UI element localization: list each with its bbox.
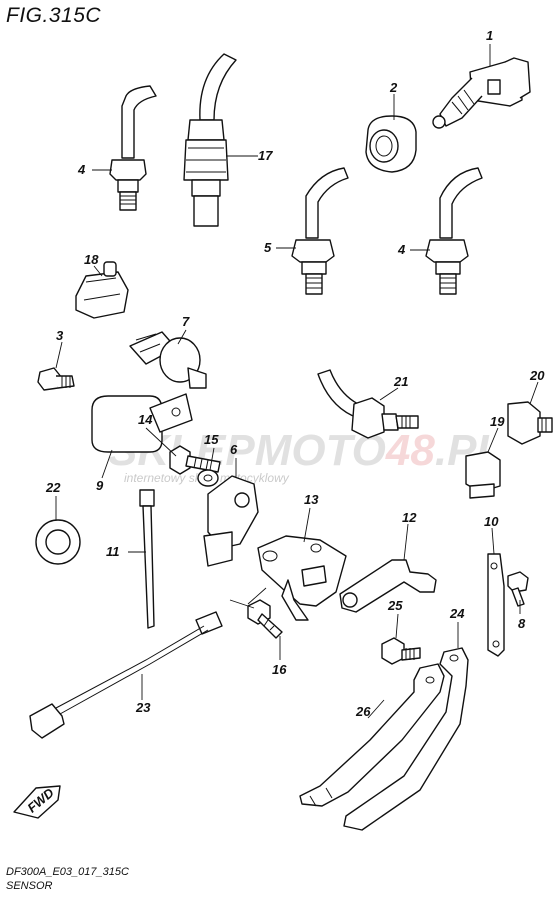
callout-1: 1 [486,28,493,43]
part-3-bolt[interactable] [37,367,75,391]
callout-10: 10 [484,514,499,529]
callout-22: 22 [45,480,61,495]
callout-3: 3 [56,328,64,343]
callout-2: 2 [389,80,398,95]
callout-4-right: 4 [397,242,406,257]
part-5-sensor[interactable] [291,167,349,295]
fwd-badge: FWD [13,785,61,819]
callout-24: 24 [449,606,465,621]
callout-23: 23 [135,700,151,715]
callout-21: 21 [393,374,408,389]
part-24-long-bracket[interactable] [343,647,469,831]
part-15-washer[interactable] [197,469,219,487]
watermark-brand-accent: 48 [385,426,435,475]
figure-code: DF300A_E03_017_315C [6,866,129,878]
part-13-bracket[interactable] [257,535,347,621]
callout-8: 8 [518,616,526,631]
callout-12: 12 [402,510,417,525]
part-4-temperature-sensor-right[interactable] [425,167,483,295]
part-8-bolt[interactable] [507,571,529,607]
part-2-grommet[interactable] [365,115,417,173]
callout-13: 13 [304,492,319,507]
leader-lines [55,44,539,719]
part-9-clip[interactable] [91,393,193,453]
figure-title: FIG.315C [6,4,102,27]
callout-9: 9 [96,478,104,493]
callout-6: 6 [230,442,238,457]
callout-7: 7 [182,314,190,329]
callout-5: 5 [264,240,272,255]
part-4-temperature-sensor-left[interactable] [109,85,157,211]
callout-16: 16 [272,662,287,677]
part-20-fitting[interactable] [507,401,553,445]
part-11-cable-tie[interactable] [139,489,155,629]
part-23-wire-harness[interactable] [29,611,223,739]
part-25-bolt[interactable] [381,637,421,665]
part-6-sensor[interactable] [203,475,259,567]
callout-14: 14 [138,412,153,427]
callout-numbers: 1 2 4 17 5 4 18 7 3 9 14 15 6 13 22 11 1… [45,28,545,719]
part-7-pressure-switch[interactable] [129,331,207,389]
callout-15: 15 [204,432,219,447]
callout-4-left: 4 [77,162,86,177]
callout-11: 11 [106,544,120,559]
part-19-fitting[interactable] [465,451,501,499]
callout-19: 19 [490,414,505,429]
part-22-grommet[interactable] [35,519,81,565]
part-16-bolt[interactable] [247,599,283,639]
callout-18: 18 [84,252,99,267]
part-21-sensor[interactable] [317,369,419,439]
callout-26: 26 [355,704,371,719]
figure-section: SENSOR [6,880,53,892]
part-1-sensor-connector[interactable] [432,57,531,129]
part-17-sensor-with-cable[interactable] [183,53,237,227]
part-26-long-bracket[interactable] [299,663,445,807]
part-18-clamp[interactable] [75,261,129,319]
watermark: SKLEPMOTO48.PL internetowy sklep motocyk… [108,426,503,485]
part-10-bracket-strip[interactable] [487,553,505,657]
callout-20: 20 [529,368,545,383]
callout-17: 17 [258,148,273,163]
part-14-bolt[interactable] [169,445,221,475]
callout-25: 25 [387,598,403,613]
part-12-bracket-arm[interactable] [339,559,437,613]
svg-text:SKLEPMOTO48.PL: SKLEPMOTO48.PL [108,426,503,475]
